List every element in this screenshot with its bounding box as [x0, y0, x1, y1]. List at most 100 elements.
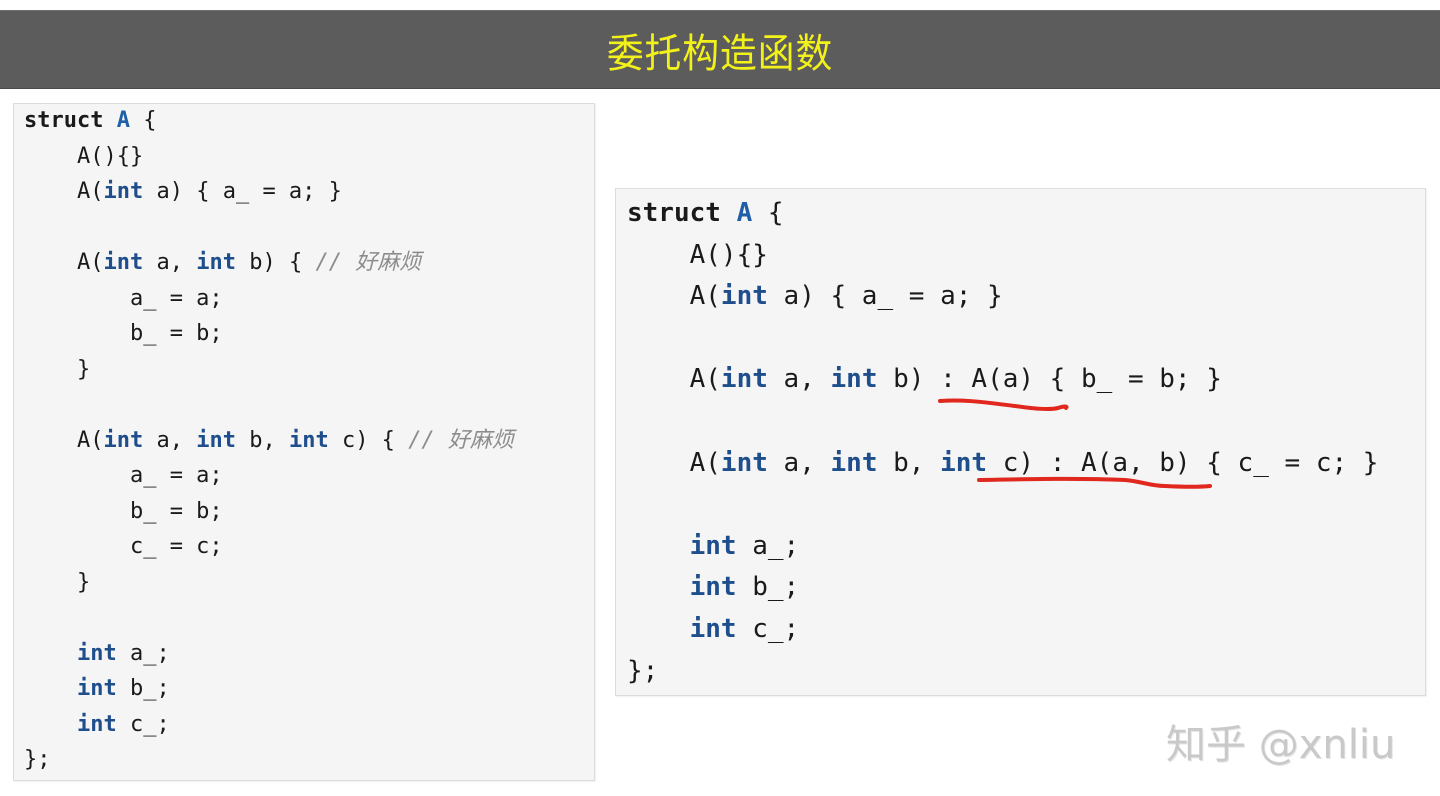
code-token [627, 531, 690, 561]
code-token: struct [24, 108, 104, 133]
code-line: b_ = b; [24, 316, 514, 352]
keyword-token: int [830, 447, 878, 478]
code-token: a, [767, 447, 831, 478]
keyword-token: int [76, 711, 117, 737]
code-token: A( [627, 281, 721, 312]
code-token: b_ = b; [24, 498, 223, 524]
code-token: A( [627, 447, 721, 478]
code-token: } [24, 356, 91, 382]
code-token [24, 712, 77, 737]
keyword-token: int [689, 572, 737, 603]
code-token: { b_ = b; } [1034, 364, 1222, 395]
keyword-token: int [196, 250, 236, 275]
code-line [24, 210, 514, 246]
code-token [721, 198, 737, 228]
code-token: A( [24, 250, 104, 275]
code-line: A(){} [627, 235, 1378, 277]
code-token: a_ = a; [24, 285, 223, 311]
code-token: c) [987, 447, 1050, 478]
code-token: { [129, 108, 157, 133]
keyword-token: int [720, 447, 768, 478]
code-line: int c_; [627, 609, 1378, 651]
code-line: A(int a) { a_ = a; } [24, 174, 514, 210]
keyword-token: int [76, 640, 117, 666]
keyword-token: int [720, 364, 768, 395]
class-name-token: A [116, 108, 130, 133]
code-line: A(){} [24, 139, 514, 175]
code-line: A(int a, int b, int c) { // 好麻烦 [24, 423, 514, 459]
code-line: int a_; [627, 526, 1378, 568]
code-token: b_; [116, 676, 170, 701]
code-token: A( [24, 179, 104, 204]
code-token [24, 676, 77, 701]
code-line: b_ = b; [24, 494, 514, 530]
keyword-token: int [940, 447, 988, 478]
keyword-token: int [689, 613, 737, 644]
code-token [627, 572, 690, 602]
comment-token: // 好麻烦 [408, 427, 514, 453]
code-token: A( [24, 427, 104, 453]
code-token: b, [235, 427, 289, 453]
code-token: b) [877, 364, 941, 395]
code-line [627, 318, 1378, 360]
code-line [627, 401, 1378, 443]
keyword-token: int [103, 427, 144, 453]
code-line: int b_; [627, 567, 1378, 609]
code-token: : A(a) [940, 364, 1035, 395]
comment-token: // 好麻烦 [315, 250, 422, 275]
code-line: int a_; [24, 636, 514, 672]
keyword-token: int [720, 281, 768, 312]
code-token: a) { a_ = a; } [143, 179, 342, 204]
code-line: } [24, 565, 514, 601]
code-line: A(int a) { a_ = a; } [627, 276, 1378, 318]
code-token: : A(a, b) [1049, 447, 1191, 478]
code-token: b_; [736, 572, 800, 603]
code-line: struct A { [627, 193, 1378, 235]
code-token: struct [627, 198, 721, 228]
code-line: struct A { [24, 103, 514, 139]
keyword-token: int [76, 676, 117, 701]
code-token: c) { [328, 427, 409, 453]
code-token [24, 641, 77, 666]
code-token: b_ = b; [24, 321, 223, 346]
code-token: }; [627, 655, 659, 686]
code-block-without-delegation: struct A { A(){} A(int a) { a_ = a; } A(… [13, 103, 595, 781]
code-token: A(){} [24, 143, 144, 169]
code-token: a_; [116, 640, 170, 666]
code-token: } [24, 569, 91, 595]
code-line: a_ = a; [24, 281, 514, 317]
code-token: a_ = a; [24, 463, 223, 488]
zhihu-watermark: 知乎 @xnliu [1166, 722, 1396, 768]
code-line: int c_; [24, 707, 514, 743]
keyword-token: int [196, 427, 236, 453]
code-line: } [24, 352, 514, 388]
code-listing-left: struct A { A(){} A(int a) { a_ = a; } A(… [24, 103, 514, 778]
code-line: A(int a, int b) { // 好麻烦 [24, 245, 514, 281]
keyword-token: int [689, 530, 737, 561]
page-title: 委托构造函数 [606, 30, 834, 77]
code-line [627, 484, 1378, 526]
code-token: a) { a_ = a; } [767, 281, 1003, 312]
code-token: c_ = c; [24, 534, 223, 559]
code-token: A( [627, 364, 721, 395]
code-token: A(){} [627, 239, 768, 270]
code-token: { [752, 198, 784, 228]
class-name-token: A [736, 198, 753, 228]
keyword-token: int [103, 179, 144, 204]
code-token: a, [143, 250, 197, 275]
code-token [627, 614, 690, 644]
code-token: b, [877, 447, 941, 478]
code-token: b) { [235, 250, 316, 275]
code-line [24, 387, 514, 423]
keyword-token: int [288, 427, 329, 453]
keyword-token: int [830, 364, 878, 395]
code-block-with-delegation: struct A { A(){} A(int a) { a_ = a; } A(… [615, 188, 1426, 696]
code-token [103, 108, 116, 133]
code-line: }; [24, 742, 514, 778]
code-token: }; [24, 747, 51, 772]
code-token: a, [767, 364, 831, 395]
code-line [24, 600, 514, 636]
code-line: A(int a, int b, int c) : A(a, b) { c_ = … [627, 443, 1379, 485]
code-line: c_ = c; [24, 529, 514, 565]
code-line: a_ = a; [24, 458, 514, 494]
